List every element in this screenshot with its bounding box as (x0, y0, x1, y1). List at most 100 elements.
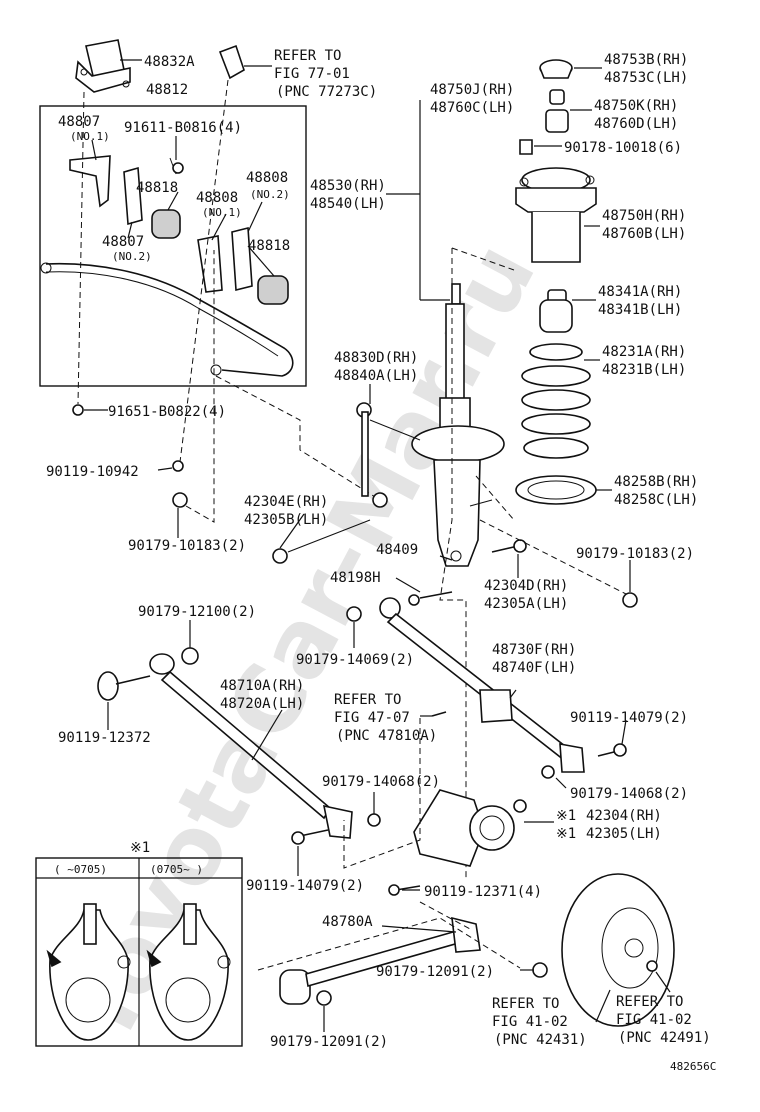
part-90119-12372-cam (97, 671, 151, 701)
nut-90178 (519, 139, 533, 155)
part-48808-no2 (123, 166, 143, 226)
label-refer-77-line3: (PNC 77273C) (276, 84, 377, 100)
label-no2-b: (NO.2) (112, 250, 152, 263)
stabilizer-group-box (39, 105, 307, 387)
label-90119-12371: 90119-12371(4) (424, 884, 542, 900)
part-48780A-arm (279, 916, 481, 1005)
label-42304E: 42304E(RH) (244, 494, 328, 510)
nut-90179-12091-a (532, 962, 548, 978)
label-48832A: 48832A (144, 54, 195, 70)
label-90178: 90178-10018(6) (564, 140, 682, 156)
label-48341A: 48341A(RH) (598, 284, 682, 300)
nut-42304E (272, 548, 288, 564)
part-48807-no1 (69, 155, 111, 208)
part-48808-no1 (197, 235, 223, 293)
label-48710A: 48710A(RH) (220, 678, 304, 694)
inset-box (35, 857, 243, 1047)
leader-lines (84, 59, 671, 1032)
label-90179-10183-a: 90179-10183(2) (128, 538, 246, 554)
label-48750H: 48750H(RH) (602, 208, 686, 224)
part-42304-carrier (413, 789, 527, 867)
part-48710A-arm (149, 653, 353, 839)
brake-disc-rotor (561, 873, 675, 1027)
bolt-91651 (72, 404, 84, 416)
bolt-90119-12371 (395, 885, 421, 891)
label-refer-41-a3: (PNC 42431) (494, 1032, 587, 1048)
label-48750K: 48750K(RH) (594, 98, 678, 114)
label-no2-a: (NO.2) (250, 188, 290, 201)
part-48341A-bump-stopper (539, 289, 573, 333)
labels: 48832A 48812 REFER TO FIG 77-01 (PNC 772… (46, 48, 716, 1073)
shock-absorber-strut (411, 283, 505, 567)
label-91651: 91651-B0822(4) (108, 404, 226, 420)
part-48818-bushing-a (151, 209, 181, 239)
label-no1-b: (NO.1) (202, 206, 242, 219)
label-48760C: 48760C(LH) (430, 100, 514, 116)
nut-90179-10183-a (172, 492, 188, 508)
bolt-42491 (646, 960, 658, 972)
inset-col1-header: ( ~0705) (54, 863, 107, 876)
label-refer-77-line1: REFER TO (274, 48, 341, 64)
label-48720A: 48720A(LH) (220, 696, 304, 712)
part-48231A-coil-spring (521, 343, 591, 459)
part-48830D-stabilizer-link (356, 402, 388, 508)
label-48760D: 48760D(LH) (594, 116, 678, 132)
label-42304: 42304(RH) (586, 808, 662, 824)
label-48808-no2: 48808 (246, 170, 288, 186)
label-48812: 48812 (146, 82, 188, 98)
label-90119-14079-a: 90119-14079(2) (570, 710, 688, 726)
label-48530: 48530(RH) (310, 178, 386, 194)
part-48750K-collar (545, 89, 569, 133)
label-48818-a: 48818 (136, 180, 178, 196)
label-48807-no1: 48807 (58, 114, 100, 130)
part-48832A-bracket (75, 39, 131, 93)
label-no1-a: (NO.1) (70, 130, 110, 143)
label-48753C: 48753C(LH) (604, 70, 688, 86)
part-48258B-insulator (515, 475, 597, 505)
label-90179-14068-a: 90179-14068(2) (322, 774, 440, 790)
label-48818-b: 48818 (248, 238, 290, 254)
label-star-42305: ※1 (556, 826, 576, 842)
label-48840A: 48840A(LH) (334, 368, 418, 384)
label-42305: 42305(LH) (586, 826, 662, 842)
label-48258C: 48258C(LH) (614, 492, 698, 508)
label-refer-41-b3: (PNC 42491) (618, 1030, 711, 1046)
label-42305B: 42305B(LH) (244, 512, 328, 528)
bolt-48198H (419, 591, 453, 599)
label-90119-10942: 90119-10942 (46, 464, 139, 480)
label-48341B: 48341B(LH) (598, 302, 682, 318)
stabilizer-bar (40, 262, 294, 377)
label-refer-41-a2: FIG 41-02 (492, 1014, 568, 1030)
label-refer-47-line3: (PNC 47810A) (336, 728, 437, 744)
label-48808-no1: 48808 (196, 190, 238, 206)
label-refer-47-line1: REFER TO (334, 692, 401, 708)
label-48409: 48409 (376, 542, 418, 558)
clip-77273C (218, 44, 245, 80)
bolt-90119-10942 (172, 460, 184, 472)
label-48807-no2: 48807 (102, 234, 144, 250)
watermark: ToyotaCar-Mar.ru (45, 226, 556, 1060)
part-48807-no2-bracket (231, 226, 253, 292)
label-90179-12091-b: 90179-12091(2) (270, 1034, 388, 1050)
nut-90179-14068-b (541, 765, 555, 779)
label-48540: 48540(LH) (310, 196, 386, 212)
label-90119-12372: 90119-12372 (58, 730, 151, 746)
label-refer-41-b2: FIG 41-02 (616, 1012, 692, 1028)
bolt-refer-47810A (431, 711, 447, 717)
label-90179-14069: 90179-14069(2) (296, 652, 414, 668)
label-42305A: 42305A(LH) (484, 596, 568, 612)
nut-90179-10183-b (622, 592, 638, 608)
label-91611: 91611-B0816(4) (124, 120, 242, 136)
label-refer-77-line2: FIG 77-01 (274, 66, 350, 82)
label-48830D: 48830D(RH) (334, 350, 418, 366)
part-90179-12100-nut (181, 647, 199, 665)
label-refer-41-b1: REFER TO (616, 994, 683, 1010)
part-48818-bushing-b (257, 275, 289, 305)
label-42304D: 42304D(RH) (484, 578, 568, 594)
label-48753B: 48753B(RH) (604, 52, 688, 68)
inset-star-symbol: ※1 (130, 840, 150, 856)
label-48258B: 48258B(RH) (614, 474, 698, 490)
label-90179-12100: 90179-12100(2) (138, 604, 256, 620)
label-48198H: 48198H (330, 570, 381, 586)
